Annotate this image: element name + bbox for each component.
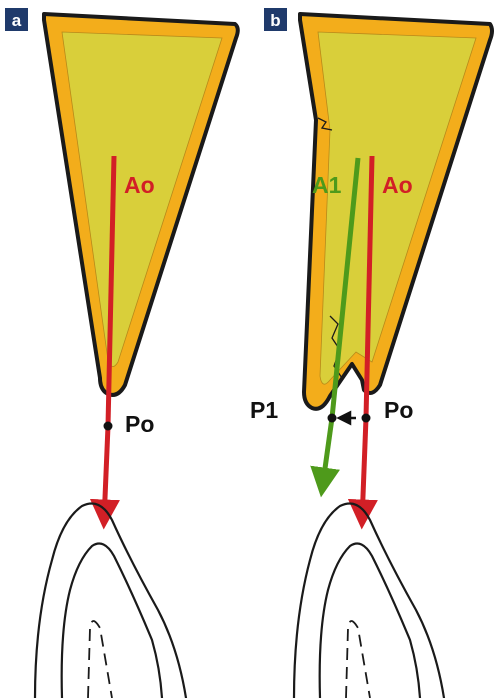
panel-a-opposing-tooth-outer bbox=[35, 503, 186, 698]
panel-a-badge-label: a bbox=[12, 11, 22, 30]
panel-b-opposing-tooth-inner bbox=[320, 544, 420, 698]
panel-a-vector-ao-label: Ao bbox=[124, 172, 155, 198]
panel-b-opposing-tooth-canal bbox=[346, 621, 370, 698]
panel-b-opposing-tooth-outer bbox=[294, 503, 444, 698]
panel-a-opposing-tooth-inner bbox=[62, 544, 162, 698]
panel-b-vector-a1-label: A1 bbox=[312, 172, 342, 198]
panel-a-point-po-label: Po bbox=[125, 411, 154, 437]
panel-b-vector-ao-extension bbox=[362, 418, 366, 522]
panel-b-vector-a1-extension bbox=[322, 418, 332, 490]
panel-b-point-po-label: Po bbox=[384, 397, 413, 423]
panel-b-point-p1-label: P1 bbox=[250, 397, 278, 423]
panel-a-point-po bbox=[104, 422, 113, 431]
panel-b-point-p1 bbox=[328, 414, 337, 423]
panel-a-opposing-tooth-canal bbox=[88, 621, 112, 698]
panel-b-badge-label: b bbox=[270, 11, 280, 30]
panel-a-vector-ao-extension bbox=[104, 426, 108, 522]
panel-b-vector-ao-label: Ao bbox=[382, 172, 413, 198]
panel-a: a Ao Po bbox=[5, 8, 238, 698]
panel-b-point-po bbox=[362, 414, 371, 423]
panel-b: b A1 Ao P1 Po bbox=[250, 8, 492, 698]
